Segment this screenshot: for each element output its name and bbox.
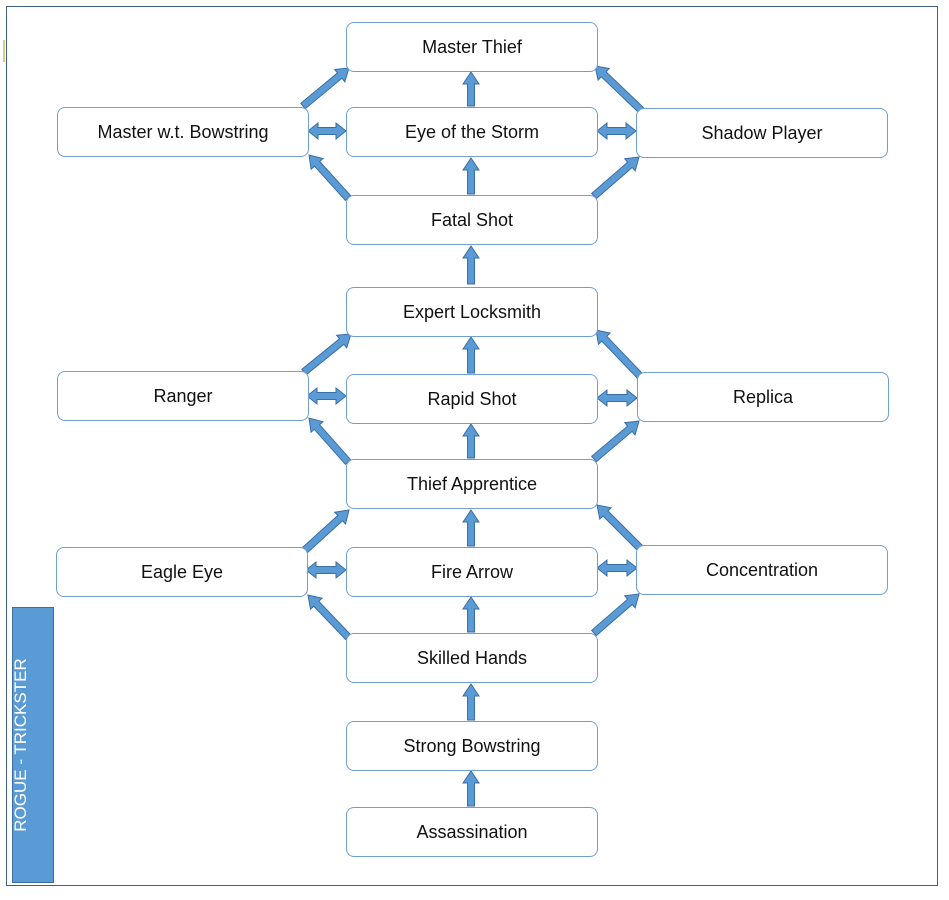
arrow-skilled-hands-to-concentration — [590, 593, 640, 637]
arrow-eagle-eye-fire-arrow — [305, 560, 347, 580]
arrow-fire-arrow-to-thief-apprentice — [462, 509, 480, 547]
node-fire-arrow: Fire Arrow — [346, 547, 598, 597]
node-shadow-player: Shadow Player — [636, 108, 888, 158]
node-master-wt-bowstring: Master w.t. Bowstring — [57, 107, 309, 157]
node-ranger: Ranger — [57, 371, 309, 421]
arrow-shadow-player-to-master-thief — [594, 65, 645, 114]
node-rapid-shot: Rapid Shot — [346, 374, 598, 424]
corner-mark — [3, 40, 5, 62]
arrow-eagle-eye-to-thief-apprentice — [301, 509, 350, 554]
class-tab — [12, 607, 54, 883]
arrow-replica-to-expert-locksmith — [595, 329, 644, 380]
node-strong-bowstring: Strong Bowstring — [346, 721, 598, 771]
arrow-fatal-shot-to-shadow-player — [590, 156, 640, 200]
node-expert-locksmith: Expert Locksmith — [346, 287, 598, 337]
node-eagle-eye: Eagle Eye — [56, 547, 308, 597]
arrow-ranger-rapid-shot — [306, 386, 347, 406]
node-fatal-shot: Fatal Shot — [346, 195, 598, 245]
arrow-ranger-to-expert-locksmith — [301, 333, 352, 376]
arrow-skilled-hands-to-eagle-eye — [307, 594, 352, 641]
node-master-thief: Master Thief — [346, 22, 598, 72]
arrow-assassination-to-strong-bowstring — [462, 770, 480, 807]
node-thief-apprentice: Thief Apprentice — [346, 459, 598, 509]
diagram-frame — [6, 6, 938, 886]
arrow-expert-locksmith-to-fatal-shot — [462, 245, 480, 285]
node-replica: Replica — [637, 372, 889, 422]
arrow-fatal-shot-to-eye-of-the-storm — [462, 157, 480, 195]
node-assassination: Assassination — [346, 807, 598, 857]
class-label: ROGUE - TRICKSTER — [11, 658, 30, 832]
arrow-master-wt-bowstring-to-master-thief — [300, 67, 350, 110]
arrow-thief-apprentice-to-ranger — [308, 417, 352, 466]
arrow-concentration-to-thief-apprentice — [596, 504, 644, 552]
arrow-eye-of-the-storm-shadow-player — [596, 121, 637, 141]
arrow-fire-arrow-concentration — [596, 558, 638, 578]
arrow-rapid-shot-replica — [596, 388, 638, 408]
arrow-thief-apprentice-to-replica — [590, 420, 640, 463]
arrow-rapid-shot-to-expert-locksmith — [462, 336, 480, 374]
arrow-skilled-hands-to-fire-arrow — [462, 596, 480, 633]
node-eye-of-the-storm: Eye of the Storm — [346, 107, 598, 157]
arrow-thief-apprentice-to-rapid-shot — [462, 423, 480, 459]
arrow-strong-bowstring-to-skilled-hands — [462, 683, 480, 721]
arrow-eye-of-the-storm-to-master-thief — [462, 71, 480, 107]
arrow-master-wt-bowstring-eye-of-the-storm — [307, 121, 347, 141]
node-skilled-hands: Skilled Hands — [346, 633, 598, 683]
node-concentration: Concentration — [636, 545, 888, 595]
arrow-fatal-shot-to-master-wt-bowstring — [308, 154, 352, 202]
